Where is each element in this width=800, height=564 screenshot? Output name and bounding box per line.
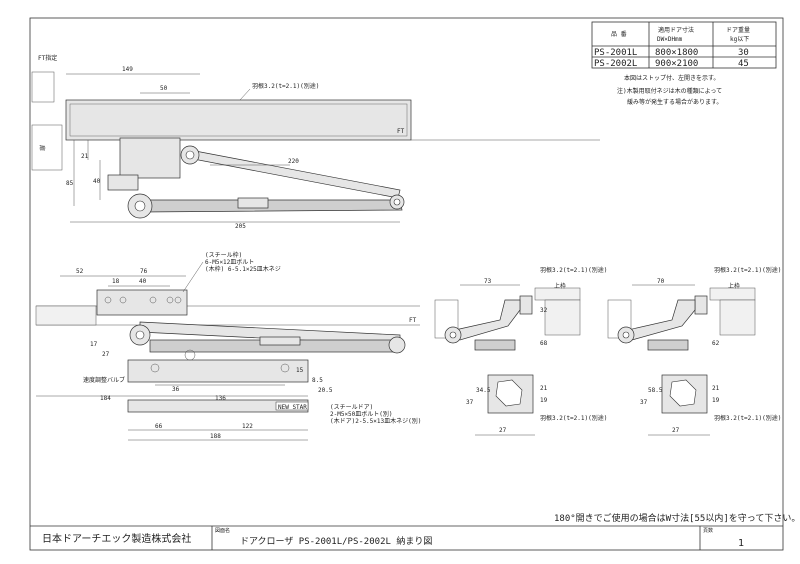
side2-blade-label-2: 羽根3.2(t=2.1)(別途) bbox=[714, 414, 781, 422]
side2-dim-58-5: 58.5 bbox=[648, 387, 663, 394]
top-view: FT指定 扉 FT 羽根3.2(t=2.1)(別途) 149 50 220 20… bbox=[31, 54, 600, 230]
side-view-1: 73 羽根3.2(t=2.1)(別途) 上枠 羽根3.2(t=2.1)(別途) … bbox=[434, 266, 607, 436]
top-dim-85: 85 bbox=[66, 180, 74, 187]
front-dim-20-5: 20.5 bbox=[318, 387, 333, 394]
top-dim-220: 220 bbox=[288, 158, 299, 165]
spec-header-weight: ドア重量 bbox=[726, 26, 750, 34]
side1-dim-19: 19 bbox=[540, 397, 548, 404]
side2-upper-label: 上枠 bbox=[728, 282, 740, 290]
front-steel-door-label: (スチールドア) bbox=[330, 404, 373, 411]
front-dim-122: 122 bbox=[242, 423, 253, 430]
front-ft-label: FT bbox=[409, 317, 417, 324]
top-ft-spec-label: FT指定 bbox=[38, 54, 57, 62]
front-valve-label: 速度調整バルブ bbox=[83, 376, 125, 384]
side1-dim-68: 68 bbox=[540, 340, 548, 347]
company-name: 日本ドアーチエック製造株式会社 bbox=[42, 532, 191, 545]
page-label: 頁数 bbox=[703, 527, 713, 534]
side2-dim-70: 70 bbox=[657, 278, 665, 285]
front-dim-17: 17 bbox=[90, 341, 98, 348]
side1-dim-32: 32 bbox=[540, 307, 548, 314]
side1-blade-label-2: 羽根3.2(t=2.1)(別途) bbox=[540, 414, 607, 422]
top-dim-40: 40 bbox=[93, 178, 101, 185]
front-dim-188: 188 bbox=[210, 433, 221, 440]
front-dim-15: 15 bbox=[296, 367, 304, 374]
spec-row1-size: 800×1800 bbox=[655, 48, 698, 58]
side1-dim-27: 27 bbox=[499, 427, 507, 434]
spec-row1-weight: 30 bbox=[738, 48, 749, 58]
front-brand-plate: NEW STAR bbox=[278, 404, 307, 411]
front-dim-18: 18 bbox=[112, 278, 120, 285]
front-dim-52: 52 bbox=[76, 268, 84, 275]
front-dim-8-5: 8.5 bbox=[312, 377, 323, 384]
side1-blade-label: 羽根3.2(t=2.1)(別途) bbox=[540, 266, 607, 274]
spec-header-size: 適用ドア寸法 bbox=[658, 26, 694, 34]
top-blade-label: 羽根3.2(t=2.1)(別途) bbox=[252, 82, 319, 90]
side1-dim-34-5: 34.5 bbox=[476, 387, 491, 394]
bottom-note: 180°開きでご使用の場合はW寸法[55以内]を守って下さい。 bbox=[554, 512, 800, 524]
drawing-name: ドアクローザ PS-2001L/PS-2002L 納まり図 bbox=[240, 535, 432, 547]
front-dim-76: 76 bbox=[140, 268, 148, 275]
side2-dim-27: 27 bbox=[672, 427, 680, 434]
spec-header-model: 品 番 bbox=[611, 31, 627, 38]
side1-dim-73: 73 bbox=[484, 278, 492, 285]
side1-upper-label: 上枠 bbox=[554, 282, 566, 290]
side2-dim-19: 19 bbox=[712, 397, 720, 404]
side2-dim-37: 37 bbox=[640, 399, 648, 406]
front-view: FT NEW STAR (スチール枠) 6-M5×12皿ボルト (木枠) 6-5… bbox=[35, 251, 421, 441]
spec-row1-model: PS-2001L bbox=[594, 48, 637, 58]
spec-table: 品 番 適用ドア寸法 DW×DHmm ドア重量 kg以下 PS-2001L 80… bbox=[591, 21, 777, 69]
side2-dim-21: 21 bbox=[712, 385, 720, 392]
spec-header-weight-unit: kg以下 bbox=[730, 36, 749, 43]
front-dim-184: 184 bbox=[100, 395, 111, 402]
front-dim-40: 40 bbox=[139, 278, 147, 285]
front-steel-screw-label: 6-M5×12皿ボルト bbox=[205, 258, 254, 266]
top-dim-21: 21 bbox=[81, 153, 89, 160]
side2-dim-62: 62 bbox=[712, 340, 720, 347]
note-line-2: 注)木製用取付ネジは木の種類によって bbox=[617, 87, 722, 95]
drawing-name-label: 図面名 bbox=[215, 527, 230, 534]
front-wood-screw-label: (木枠) 6-5.1×25皿木ネジ bbox=[205, 265, 281, 273]
spec-row2-size: 900×2100 bbox=[655, 59, 698, 69]
title-block: 日本ドアーチエック製造株式会社 図面名 ドアクローザ PS-2001L/PS-2… bbox=[30, 525, 783, 550]
note-line-3: 緩み等が発生する場合があります。 bbox=[627, 98, 722, 106]
front-dim-27: 27 bbox=[102, 351, 110, 358]
front-dim-66: 66 bbox=[155, 423, 163, 430]
top-dim-149: 149 bbox=[122, 66, 133, 73]
front-wood-door-label: (木ドア)2-5.5×13皿木ネジ(別) bbox=[330, 417, 421, 425]
side1-dim-37: 37 bbox=[466, 399, 474, 406]
front-steel-frame-label: (スチール枠) bbox=[205, 251, 242, 259]
note-line-1: 本図はストップ付、左開きを示す。 bbox=[624, 74, 719, 82]
top-ft-label: FT bbox=[397, 128, 405, 135]
page-number: 1 bbox=[738, 538, 744, 549]
front-door-screw-label: 2-M5×50皿ボルト(別) bbox=[330, 410, 393, 418]
front-dim-36: 36 bbox=[172, 386, 180, 393]
top-dim-50: 50 bbox=[160, 85, 168, 92]
side1-dim-21: 21 bbox=[540, 385, 548, 392]
spec-header-size-unit: DW×DHmm bbox=[657, 36, 683, 43]
top-door-label: 扉 bbox=[38, 145, 46, 151]
sheet-border bbox=[29, 17, 784, 551]
front-dim-136: 136 bbox=[215, 395, 226, 402]
spec-row2-weight: 45 bbox=[738, 59, 749, 69]
spec-row2-model: PS-2002L bbox=[594, 59, 637, 69]
side2-blade-label: 羽根3.2(t=2.1)(別途) bbox=[714, 266, 781, 274]
top-dim-205: 205 bbox=[235, 223, 246, 230]
side-view-2: 70 羽根3.2(t=2.1)(別途) 上枠 羽根3.2(t=2.1)(別途) … bbox=[607, 266, 781, 436]
